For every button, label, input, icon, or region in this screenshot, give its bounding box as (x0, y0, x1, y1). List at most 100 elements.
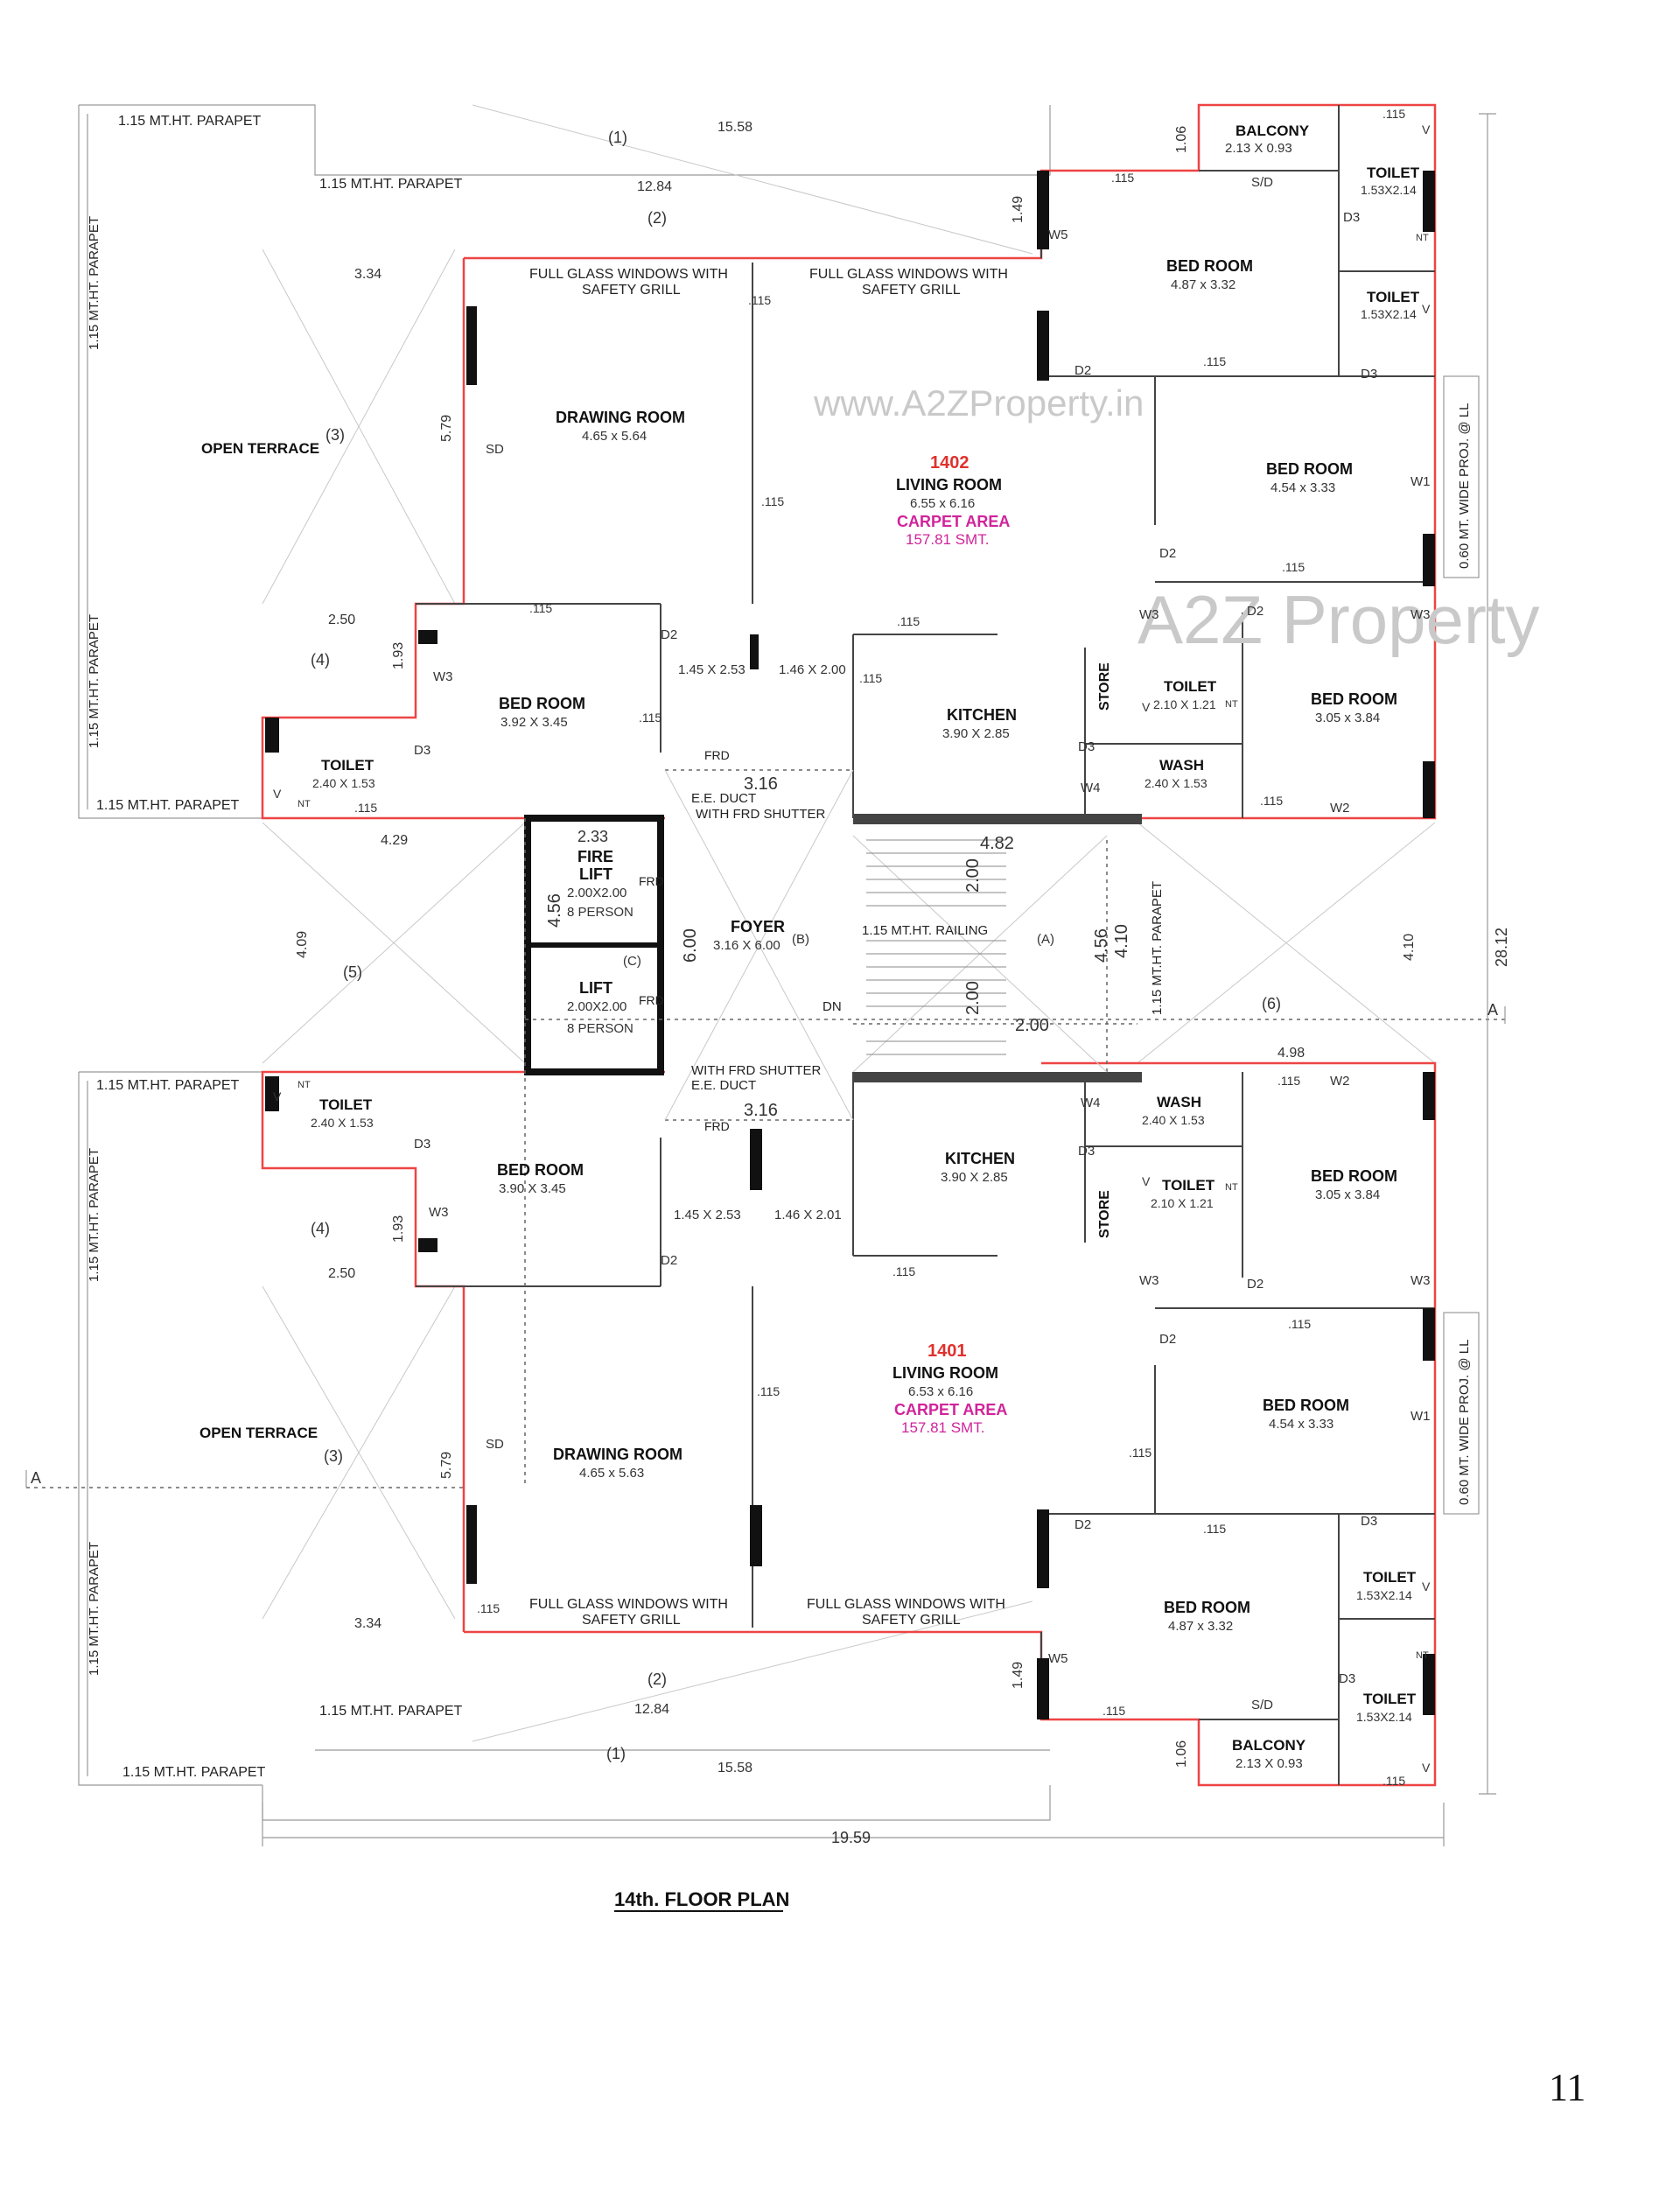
dimension: (3) (324, 1447, 343, 1465)
dimension: 5.79 (439, 1452, 454, 1479)
foyer-size: 3.16 X 6.00 (713, 938, 780, 953)
window-tag: W3 (1410, 1273, 1431, 1288)
wall-thickness: .115 (1203, 1522, 1226, 1536)
parapet-label: 1.15 MT.HT. PARAPET (96, 798, 240, 813)
dimension: 1.06 (1174, 1740, 1189, 1768)
wall-thickness: .115 (1111, 171, 1134, 185)
flat-1402: 1402 LIVING ROOM 6.55 x 6.16 CARPET AREA… (201, 123, 1420, 790)
living-room-size: 6.53 x 6.16 (908, 1384, 973, 1399)
fire-lift-label: FIRE (578, 848, 613, 865)
wall-thickness: .115 (761, 494, 784, 508)
bedroom-label: BED ROOM (499, 695, 585, 712)
vent-tag: V (273, 787, 282, 801)
window-tag: W1 (1410, 1409, 1431, 1424)
drawing-room-size: 4.65 x 5.63 (579, 1466, 644, 1481)
door-tag: D2 (1247, 1277, 1264, 1292)
dimension: 4.29 (381, 833, 408, 848)
toilet-label: TOILET (1363, 1569, 1417, 1586)
bedroom-size: 4.54 x 3.33 (1269, 1417, 1334, 1432)
dimension: 12.84 (637, 179, 672, 194)
wall-thickness: .115 (1382, 1774, 1405, 1788)
store-label: STORE (1097, 662, 1112, 711)
bedroom-size: 3.92 X 3.45 (500, 715, 568, 730)
wash-label: WASH (1159, 757, 1204, 774)
flat-number: 1401 (928, 1341, 967, 1361)
bedroom-size: 4.87 x 3.32 (1168, 1619, 1233, 1634)
bedroom-label: BED ROOM (1166, 257, 1253, 275)
open-terrace-label: OPEN TERRACE (201, 440, 319, 457)
frd-label: FRD (704, 1119, 730, 1133)
projection-label: 0.60 MT. WIDE PROJ. @ LL (1457, 403, 1472, 569)
balcony-label: BALCONY (1236, 123, 1310, 139)
wall-thickness: .115 (1102, 1704, 1125, 1718)
foyer-label: FOYER (731, 918, 785, 935)
sliding-door-tag: S/D (1251, 1698, 1273, 1712)
watermark-brand: A2Z Property (1138, 581, 1540, 658)
wall-thickness: .115 (354, 801, 377, 815)
wash-size: 2.40 X 1.53 (1144, 776, 1208, 790)
glass-window-labels: FULL GLASS WINDOWS WITH SAFETY GRILL FUL… (529, 267, 1008, 1628)
stair-treads (866, 839, 1006, 1055)
dimension: 3.34 (354, 267, 382, 282)
flat-boundaries (261, 103, 1437, 1787)
core-dimension: 3.16 (744, 1101, 778, 1120)
walls-1402 (416, 105, 1435, 818)
parapet-label: 1.15 MT.HT. PARAPET (87, 1148, 102, 1282)
overall-height: 28.12 (1493, 928, 1510, 967)
dimension: (6) (1262, 995, 1281, 1012)
carpet-area-value: 157.81 SMT. (901, 1419, 984, 1436)
dimension: (2) (648, 209, 667, 227)
core-dimension: 2.00 (963, 981, 983, 1015)
dimension: 4.10 (1402, 934, 1417, 961)
window-tag: W3 (1410, 607, 1431, 622)
vent-tag: V (1142, 700, 1151, 714)
lift-size: 2.00X2.00 (567, 999, 626, 1014)
drawing-room-label: DRAWING ROOM (553, 1446, 682, 1463)
small-tags: .115 .115 .115 .115 .115 .115 .115 .115 … (273, 107, 1431, 1788)
wall-thickness: .115 (1203, 354, 1226, 368)
sliding-door-tag: SD (486, 1437, 504, 1452)
toilet-label: TOILET (1164, 678, 1217, 695)
window-tag: W5 (1048, 228, 1068, 242)
overall-dimensions (262, 113, 1496, 1846)
core-dimension: 6.00 (681, 928, 700, 963)
watermark-url: www.A2ZProperty.in (813, 382, 1144, 424)
dimension: (3) (326, 426, 345, 444)
dimension: 1.93 (391, 642, 406, 669)
safety-grill-label: SAFETY GRILL (862, 1613, 961, 1628)
parapet-label: 1.15 MT.HT. PARAPET (1150, 881, 1165, 1015)
core-dimension: 4.56 (545, 893, 564, 928)
toilet-size: 2.10 X 1.21 (1153, 697, 1216, 711)
door-tag: D3 (1361, 1514, 1377, 1529)
parapet-label: 1.15 MT.HT. PARAPET (118, 114, 262, 129)
toilet-size: 1.53X2.14 (1361, 183, 1417, 197)
open-terrace-label: OPEN TERRACE (200, 1425, 318, 1441)
toilet-size: 1.53X2.14 (1356, 1710, 1412, 1724)
frd-shutter-label: WITH FRD SHUTTER (696, 807, 825, 822)
dimension: 1.06 (1174, 126, 1189, 153)
toilet-size: 2.40 X 1.53 (311, 1116, 374, 1130)
wash-label: WASH (1157, 1094, 1201, 1110)
door-tag: D3 (414, 743, 430, 758)
dimension: 5.79 (439, 415, 454, 442)
wall-thickness: .115 (1382, 107, 1405, 121)
fire-lift-size: 2.00X2.00 (567, 886, 626, 900)
glass-windows-label: FULL GLASS WINDOWS WITH (529, 1597, 728, 1612)
toilet-label: TOILET (1367, 289, 1420, 305)
nt-tag: NT (1416, 233, 1429, 243)
foyer-tag: (B) (792, 932, 809, 947)
frd-label: FRD (639, 874, 664, 888)
glass-windows-label: FULL GLASS WINDOWS WITH (809, 267, 1008, 282)
wash-size: 2.40 X 1.53 (1142, 1113, 1205, 1127)
parapet-labels: 1.15 MT.HT. PARAPET 1.15 MT.HT. PARAPET … (87, 114, 1165, 1780)
carpet-area-label: CARPET AREA (897, 513, 1010, 530)
fire-lift-capacity: 8 PERSON (567, 905, 634, 920)
dimension: 3.34 (354, 1616, 382, 1631)
projection-label: 0.60 MT. WIDE PROJ. @ LL (1457, 1340, 1472, 1505)
bedroom-size: 4.87 x 3.32 (1171, 277, 1236, 292)
ele-duct-label: E.E. DUCT (691, 791, 756, 806)
wall-thickness: .115 (897, 614, 920, 628)
core-tag: (C) (623, 954, 641, 969)
lift-capacity: 8 PERSON (567, 1021, 634, 1036)
section-lines (25, 818, 1506, 1488)
